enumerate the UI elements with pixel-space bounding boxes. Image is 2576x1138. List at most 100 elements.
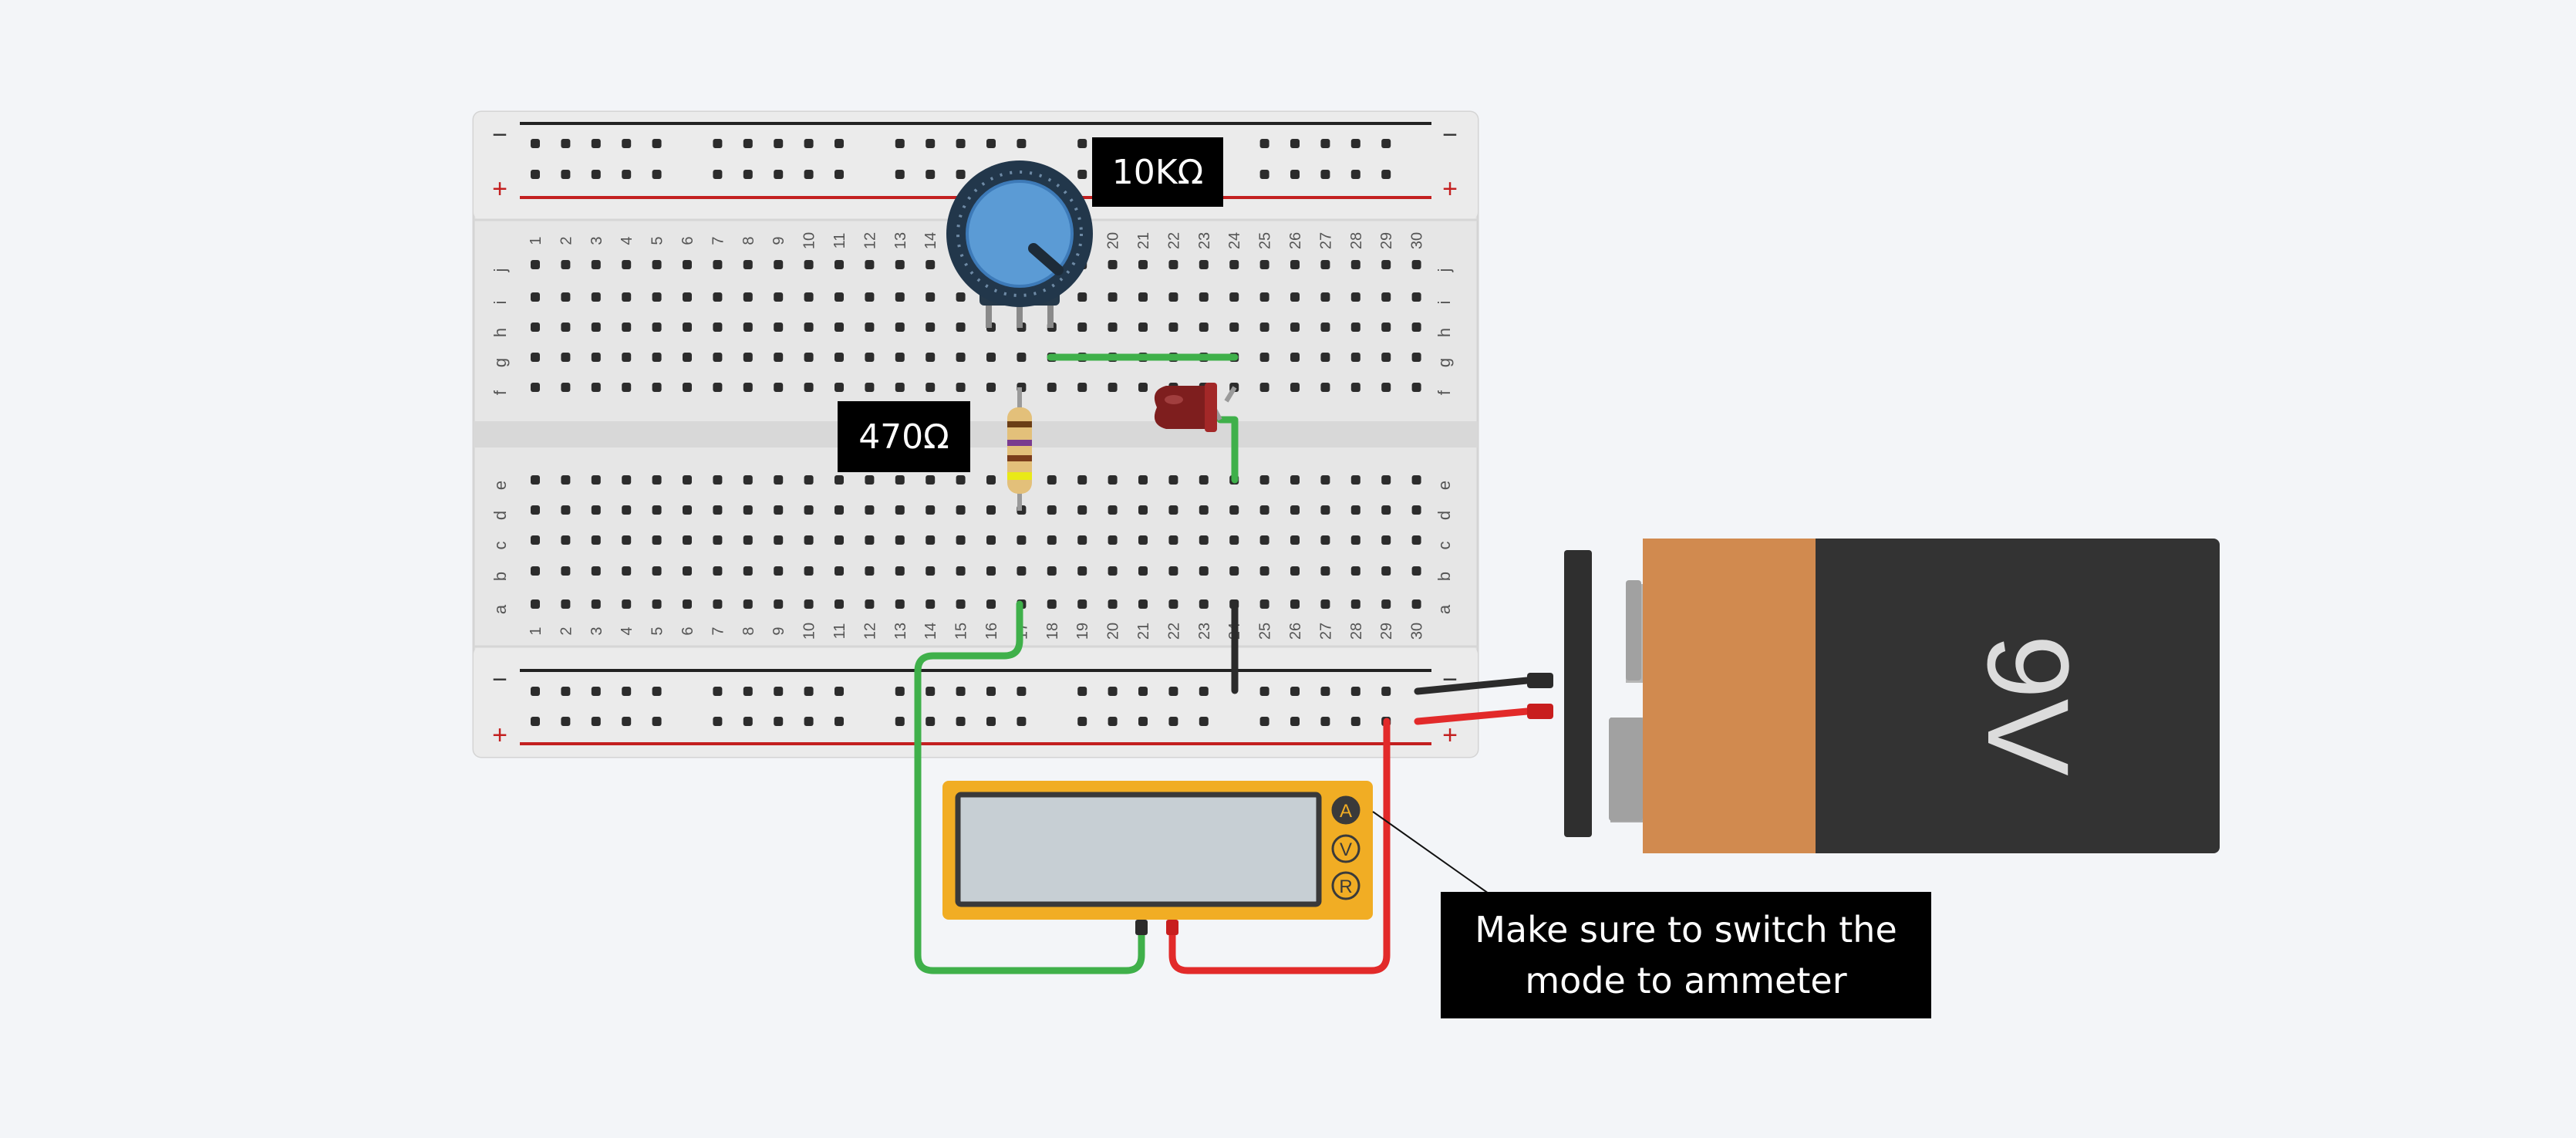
- bottom-plus-rail-hole[interactable]: [713, 717, 723, 726]
- top-plus-rail-hole[interactable]: [561, 170, 571, 179]
- terminal-hole-bottom[interactable]: [1411, 505, 1421, 515]
- bottom-minus-rail-hole[interactable]: [926, 687, 936, 696]
- terminal-hole-top[interactable]: [591, 292, 601, 302]
- terminal-hole-bottom[interactable]: [713, 535, 723, 545]
- terminal-hole-bottom[interactable]: [713, 566, 723, 576]
- terminal-hole-bottom[interactable]: [1320, 475, 1330, 485]
- terminal-hole-top[interactable]: [865, 353, 875, 362]
- terminal-hole-top[interactable]: [683, 353, 692, 362]
- terminal-hole-top[interactable]: [804, 322, 814, 332]
- terminal-hole-bottom[interactable]: [1381, 599, 1391, 609]
- terminal-hole-bottom[interactable]: [1199, 566, 1209, 576]
- terminal-hole-top[interactable]: [865, 292, 875, 302]
- terminal-hole-bottom[interactable]: [1138, 535, 1148, 545]
- terminal-hole-top[interactable]: [1290, 260, 1300, 269]
- terminal-hole-bottom[interactable]: [652, 505, 662, 515]
- bottom-minus-rail-hole[interactable]: [1168, 687, 1178, 696]
- terminal-hole-bottom[interactable]: [986, 505, 996, 515]
- terminal-hole-top[interactable]: [774, 353, 784, 362]
- terminal-hole-top[interactable]: [1320, 292, 1330, 302]
- top-minus-rail-hole[interactable]: [531, 139, 540, 148]
- bottom-plus-rail-hole[interactable]: [835, 717, 844, 726]
- terminal-hole-bottom[interactable]: [774, 599, 784, 609]
- mode-voltmeter-button[interactable]: [1331, 834, 1360, 863]
- terminal-hole-bottom[interactable]: [1259, 535, 1269, 545]
- terminal-hole-bottom[interactable]: [561, 599, 571, 609]
- terminal-hole-bottom[interactable]: [926, 599, 936, 609]
- bottom-plus-rail-hole[interactable]: [622, 717, 632, 726]
- terminal-hole-bottom[interactable]: [986, 475, 996, 485]
- terminal-hole-top[interactable]: [1259, 383, 1269, 392]
- terminal-hole-bottom[interactable]: [1199, 505, 1209, 515]
- bottom-minus-rail-hole[interactable]: [835, 687, 844, 696]
- terminal-hole-top[interactable]: [835, 322, 844, 332]
- bottom-minus-rail-hole[interactable]: [1290, 687, 1300, 696]
- multimeter[interactable]: A V R: [942, 781, 1373, 935]
- terminal-hole-bottom[interactable]: [804, 535, 814, 545]
- bottom-minus-rail-hole[interactable]: [591, 687, 601, 696]
- terminal-hole-bottom[interactable]: [986, 566, 996, 576]
- terminal-hole-top[interactable]: [1290, 322, 1300, 332]
- terminal-hole-bottom[interactable]: [1290, 505, 1300, 515]
- terminal-hole-bottom[interactable]: [1047, 535, 1057, 545]
- terminal-hole-top[interactable]: [1350, 353, 1360, 362]
- top-minus-rail-hole[interactable]: [1259, 139, 1269, 148]
- terminal-hole-top[interactable]: [1320, 383, 1330, 392]
- terminal-hole-bottom[interactable]: [531, 475, 540, 485]
- terminal-hole-top[interactable]: [956, 353, 966, 362]
- terminal-hole-bottom[interactable]: [835, 535, 844, 545]
- bottom-minus-rail-hole[interactable]: [1259, 687, 1269, 696]
- terminal-hole-bottom[interactable]: [865, 505, 875, 515]
- bottom-minus-rail-hole[interactable]: [774, 687, 784, 696]
- terminal-hole-bottom[interactable]: [865, 475, 875, 485]
- terminal-hole-top[interactable]: [804, 292, 814, 302]
- top-plus-rail-hole[interactable]: [926, 170, 936, 179]
- terminal-hole-bottom[interactable]: [804, 505, 814, 515]
- terminal-hole-top[interactable]: [1229, 322, 1239, 332]
- terminal-hole-bottom[interactable]: [531, 535, 540, 545]
- terminal-hole-bottom[interactable]: [1411, 599, 1421, 609]
- terminal-hole-top[interactable]: [1077, 383, 1087, 392]
- terminal-hole-top[interactable]: [713, 353, 723, 362]
- terminal-hole-bottom[interactable]: [652, 566, 662, 576]
- terminal-hole-top[interactable]: [1381, 322, 1391, 332]
- top-minus-rail-hole[interactable]: [926, 139, 936, 148]
- bottom-minus-rail-hole[interactable]: [622, 687, 632, 696]
- terminal-hole-top[interactable]: [683, 322, 692, 332]
- terminal-hole-bottom[interactable]: [683, 475, 692, 485]
- terminal-hole-top[interactable]: [531, 322, 540, 332]
- bottom-plus-rail-hole[interactable]: [1320, 717, 1330, 726]
- terminal-hole-bottom[interactable]: [774, 566, 784, 576]
- top-minus-rail-hole[interactable]: [652, 139, 662, 148]
- terminal-hole-bottom[interactable]: [1017, 535, 1027, 545]
- terminal-hole-bottom[interactable]: [1199, 475, 1209, 485]
- terminal-hole-top[interactable]: [622, 353, 632, 362]
- terminal-hole-top[interactable]: [835, 353, 844, 362]
- bottom-minus-rail-hole[interactable]: [531, 687, 540, 696]
- terminal-hole-top[interactable]: [1138, 383, 1148, 392]
- terminal-hole-bottom[interactable]: [622, 566, 632, 576]
- terminal-hole-bottom[interactable]: [1108, 566, 1118, 576]
- terminal-hole-top[interactable]: [1077, 322, 1087, 332]
- terminal-hole-top[interactable]: [1320, 260, 1330, 269]
- bottom-minus-rail-hole[interactable]: [1320, 687, 1330, 696]
- terminal-hole-top[interactable]: [652, 260, 662, 269]
- top-plus-rail-hole[interactable]: [591, 170, 601, 179]
- terminal-hole-top[interactable]: [1411, 322, 1421, 332]
- bottom-plus-rail-hole[interactable]: [591, 717, 601, 726]
- terminal-hole-top[interactable]: [986, 383, 996, 392]
- terminal-hole-bottom[interactable]: [1168, 505, 1178, 515]
- top-minus-rail-hole[interactable]: [713, 139, 723, 148]
- terminal-hole-bottom[interactable]: [1108, 475, 1118, 485]
- terminal-hole-top[interactable]: [956, 292, 966, 302]
- bottom-plus-rail-hole[interactable]: [531, 717, 540, 726]
- terminal-hole-bottom[interactable]: [1350, 505, 1360, 515]
- terminal-hole-top[interactable]: [1411, 260, 1421, 269]
- terminal-hole-bottom[interactable]: [1229, 505, 1239, 515]
- terminal-hole-bottom[interactable]: [591, 475, 601, 485]
- potentiometer[interactable]: [946, 160, 1093, 328]
- terminal-hole-bottom[interactable]: [1381, 475, 1391, 485]
- terminal-hole-bottom[interactable]: [531, 599, 540, 609]
- bottom-minus-rail-hole[interactable]: [713, 687, 723, 696]
- bottom-minus-rail-hole[interactable]: [1077, 687, 1087, 696]
